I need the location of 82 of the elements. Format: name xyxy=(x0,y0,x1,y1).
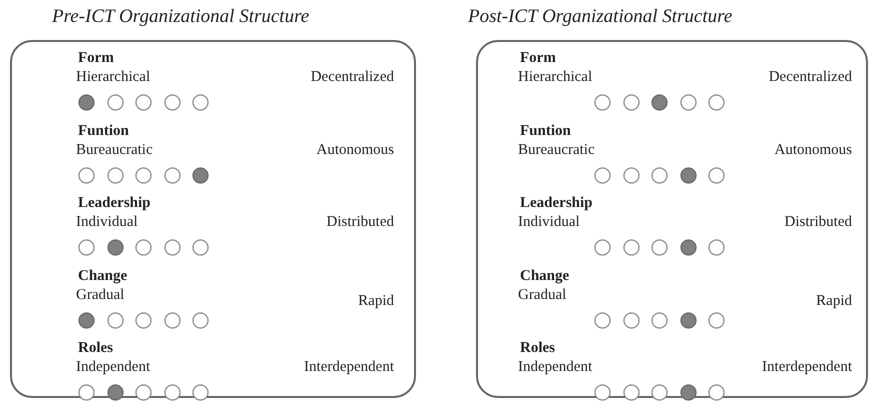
empty-rating-circle xyxy=(708,166,725,184)
empty-rating-circle xyxy=(651,166,668,184)
empty-rating-circle xyxy=(106,312,124,328)
empty-rating-circle xyxy=(192,312,209,328)
empty-rating-circle xyxy=(651,384,668,401)
scale-left-label: Individual xyxy=(518,214,580,231)
filled-rating-circle xyxy=(680,166,696,184)
empty-rating-circle xyxy=(78,239,95,256)
empty-rating-circle xyxy=(594,239,611,256)
scale-right-label: Decentralized xyxy=(768,69,852,86)
empty-rating-circle xyxy=(192,384,209,401)
empty-rating-circle xyxy=(135,166,152,184)
empty-rating-circle xyxy=(135,312,152,328)
filled-rating-circle xyxy=(651,94,668,111)
dimension-heading: Form xyxy=(78,50,114,67)
empty-rating-circle xyxy=(78,166,95,184)
panel-title: Pre-ICT Organizational Structure xyxy=(52,6,310,28)
scale-left-label: Individual xyxy=(76,214,138,231)
empty-rating-circle xyxy=(651,239,668,256)
dimension-heading: Leadership xyxy=(520,195,593,212)
scale-left-label: Independent xyxy=(76,359,150,376)
dimension-heading: Funtion xyxy=(78,122,129,140)
empty-rating-circle xyxy=(622,312,640,328)
dimension-heading: Funtion xyxy=(520,122,571,140)
filled-rating-circle xyxy=(680,239,696,256)
scale-right-label: Autonomous xyxy=(316,142,394,158)
scale-left-label: Gradual xyxy=(76,286,124,304)
scale-right-label: Rapid xyxy=(358,292,394,310)
empty-rating-circle xyxy=(622,94,640,111)
empty-rating-circle xyxy=(135,94,152,111)
scale-left-label: Hierarchical xyxy=(76,69,150,86)
scale-right-label: Interdependent xyxy=(304,359,394,376)
filled-rating-circle xyxy=(680,312,696,328)
scale-right-label: Autonomous xyxy=(774,142,852,158)
empty-rating-circle xyxy=(78,384,95,401)
empty-rating-circle xyxy=(708,312,725,328)
empty-rating-circle xyxy=(192,94,209,111)
empty-rating-circle xyxy=(594,312,611,328)
empty-rating-circle xyxy=(106,166,124,184)
empty-rating-circle xyxy=(164,94,180,111)
empty-rating-circle xyxy=(708,384,725,401)
scale-left-label: Bureaucratic xyxy=(518,142,595,158)
filled-rating-circle xyxy=(106,384,124,401)
scale-left-label: Gradual xyxy=(518,286,566,304)
scale-right-label: Distributed xyxy=(784,214,852,231)
filled-rating-circle xyxy=(78,312,95,328)
dimension-heading: Change xyxy=(78,268,128,284)
dimension-heading: Leadership xyxy=(78,195,151,212)
scale-right-label: Rapid xyxy=(816,292,852,310)
dimension-heading: Form xyxy=(520,50,556,67)
scale-left-label: Hierarchical xyxy=(518,69,592,86)
dimension-heading: Roles xyxy=(520,340,555,357)
empty-rating-circle xyxy=(622,239,640,256)
dimension-heading: Change xyxy=(520,268,570,284)
empty-rating-circle xyxy=(135,384,152,401)
filled-rating-circle xyxy=(680,384,696,401)
empty-rating-circle xyxy=(164,166,180,184)
empty-rating-circle xyxy=(192,239,209,256)
empty-rating-circle xyxy=(708,94,725,111)
empty-rating-circle xyxy=(651,312,668,328)
empty-rating-circle xyxy=(594,94,611,111)
panel-title: Post-ICT Organizational Structure xyxy=(468,6,732,28)
scale-right-label: Distributed xyxy=(326,214,394,231)
scale-right-label: Decentralized xyxy=(310,69,394,86)
empty-rating-circle xyxy=(135,239,152,256)
filled-rating-circle xyxy=(192,166,209,184)
empty-rating-circle xyxy=(164,239,180,256)
filled-rating-circle xyxy=(78,94,95,111)
scale-right-label: Interdependent xyxy=(762,359,852,376)
empty-rating-circle xyxy=(164,312,180,328)
empty-rating-circle xyxy=(594,166,611,184)
empty-rating-circle xyxy=(164,384,180,401)
filled-rating-circle xyxy=(106,239,124,256)
empty-rating-circle xyxy=(622,384,640,401)
scale-left-label: Bureaucratic xyxy=(76,142,153,158)
empty-rating-circle xyxy=(622,166,640,184)
empty-rating-circle xyxy=(680,94,696,111)
empty-rating-circle xyxy=(708,239,725,256)
empty-rating-circle xyxy=(106,94,124,111)
dimension-heading: Roles xyxy=(78,340,113,357)
scale-left-label: Independent xyxy=(518,359,592,376)
empty-rating-circle xyxy=(594,384,611,401)
